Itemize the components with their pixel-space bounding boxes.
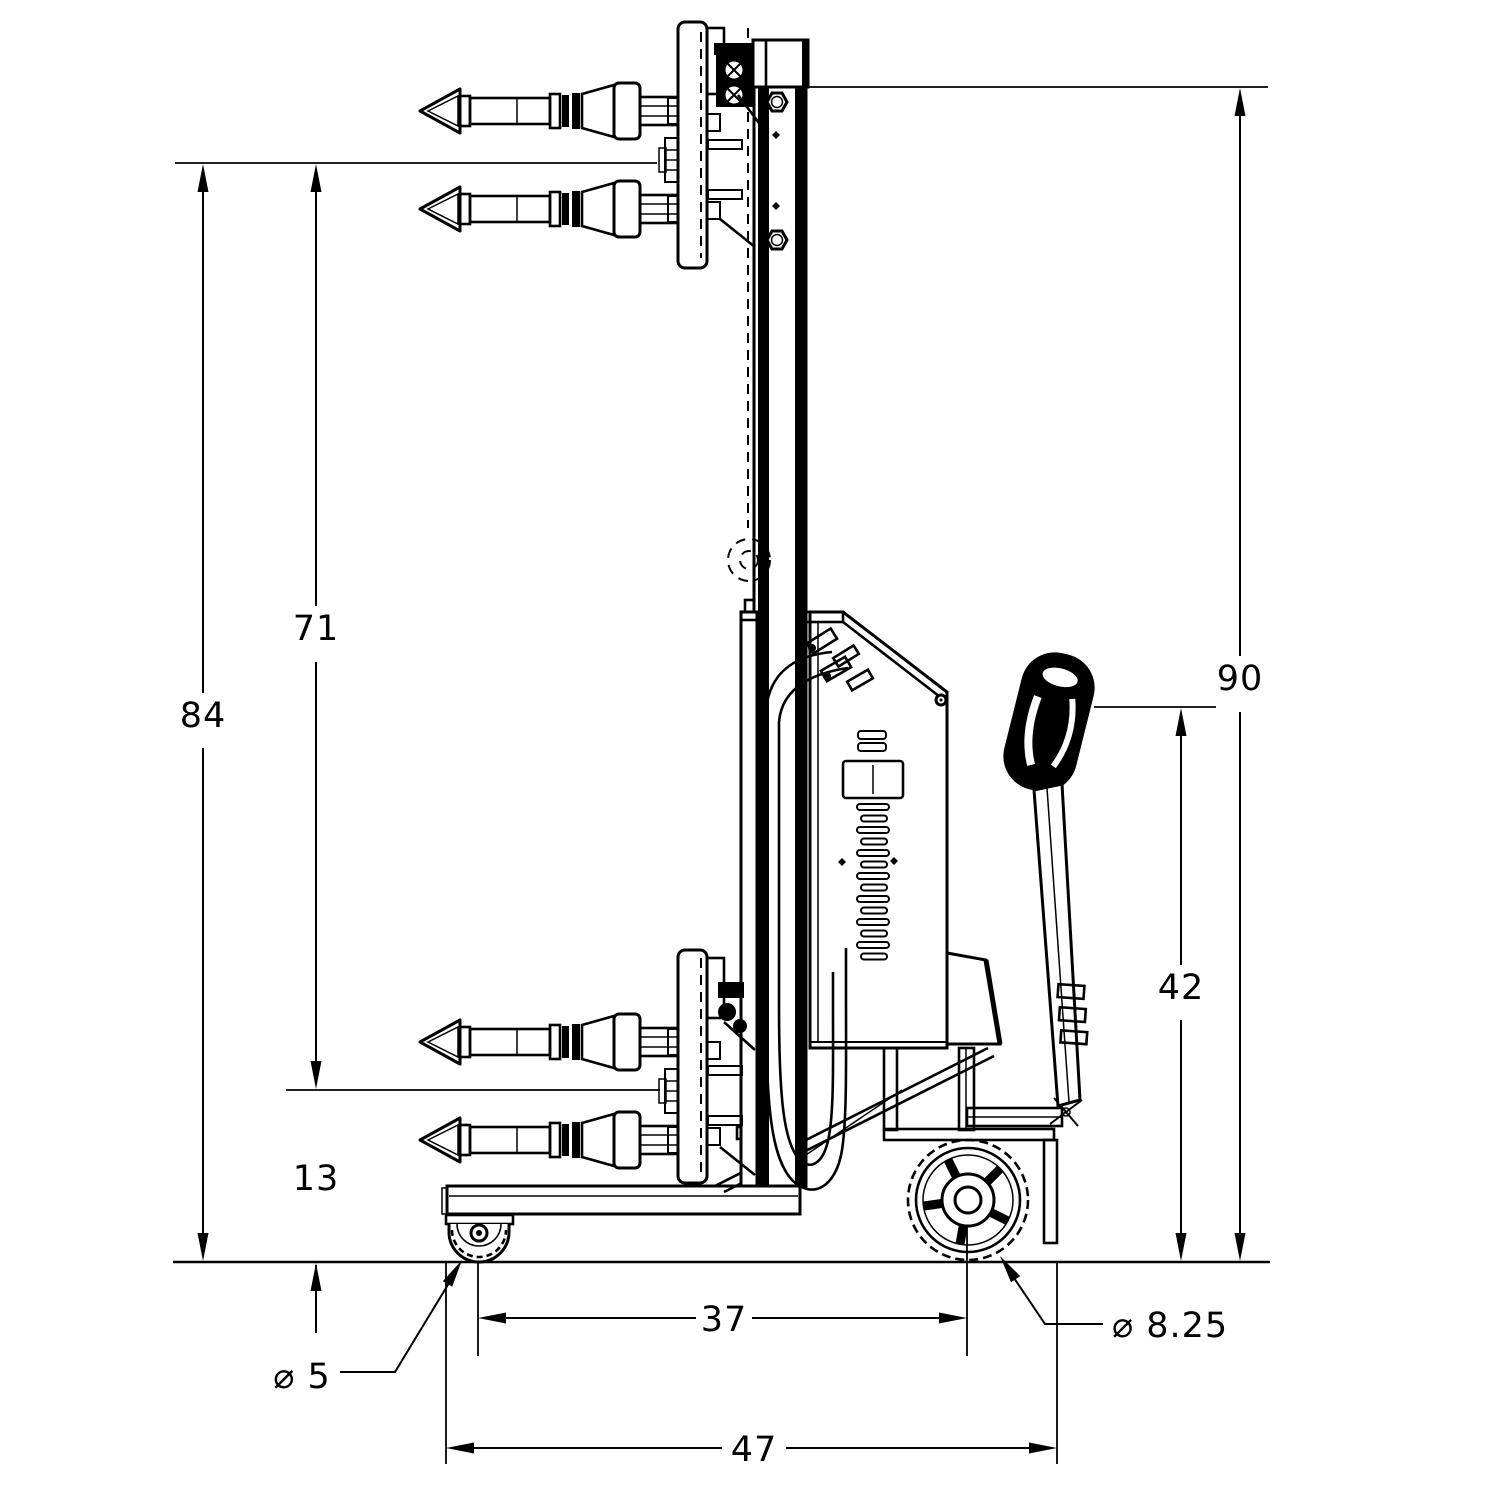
hydraulic-hoses [764,626,875,1191]
dia-5-label: ⌀ 5 [273,1357,330,1397]
machine [418,20,1095,1264]
rear-guard-bar [1042,1138,1059,1245]
dim-84-label: 84 [180,696,227,736]
dim-47-label: 47 [731,1430,778,1470]
hydraulic-cylinder [739,598,759,1188]
dim-90-label: 90 [1217,659,1264,699]
dim-13-label: 13 [293,1159,340,1199]
dim-37-label: 37 [701,1300,748,1340]
dimension-13: 13 [293,1159,340,1333]
carriage-lowered [418,948,756,1185]
dimension-47: 47 [446,1430,1057,1470]
fork-lowered-upper [418,1012,680,1072]
mast-cap [751,38,810,89]
dimension-71: 71 [293,164,340,1089]
extension-lines [175,86,1268,1464]
dimension-37: 37 [478,1300,967,1340]
carriage-raised [418,20,770,270]
dia-8-25-label: ⌀ 8.25 [1112,1306,1228,1346]
handle-boot [1056,982,1089,1046]
dimension-84: 84 [180,164,227,1261]
rear-drive-wheel [906,1138,1030,1262]
dimension-90: 90 [1217,88,1264,1261]
screw-nut-block [841,759,905,800]
dim-71-label: 71 [293,609,340,649]
handle-shaft [1032,782,1082,1108]
dim-42-label: 42 [1158,968,1205,1008]
fork-raised-upper [418,81,680,141]
vent-slots [856,803,890,961]
control-handle [1003,652,1095,1108]
fork-raised-lower [418,179,680,239]
fork-lowered-lower [418,1110,680,1170]
mast [727,28,810,1188]
mast-bolt-lower [765,229,789,251]
leader-front-caster-dia: ⌀ 5 [273,1260,462,1397]
chain-pulley [727,538,771,582]
leader-rear-wheel-dia: ⌀ 8.25 [1000,1256,1228,1346]
front-caster [444,1213,515,1264]
mast-bolt-upper [765,91,789,113]
dimension-42: 42 [1158,708,1205,1261]
base-frame [441,1046,995,1216]
hose-fittings [805,626,875,693]
dimensions: 84 71 13 90 42 [180,88,1264,1470]
